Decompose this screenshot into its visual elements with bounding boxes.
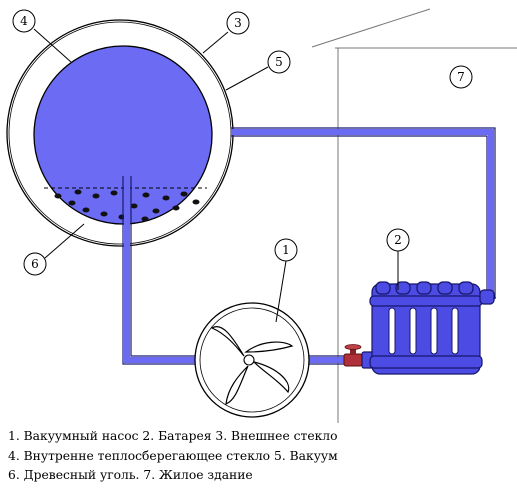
callout-7: 7 bbox=[457, 70, 465, 84]
radiator-tops bbox=[375, 281, 474, 295]
radiator bbox=[361, 283, 496, 375]
supply-pipe bbox=[231, 127, 496, 298]
pump-outlet-pipe-fill bbox=[300, 357, 348, 363]
charcoal-pellets bbox=[54, 189, 200, 222]
heating-system-diagram: 4 3 5 7 6 1 2 bbox=[6, 8, 517, 423]
callout-leaders bbox=[33, 28, 399, 323]
supply-pipe-fill-vertical bbox=[488, 129, 494, 299]
legend-line-3: 6. Древесный уголь. 7. Жилое здание bbox=[8, 468, 253, 482]
callout-6: 6 bbox=[31, 257, 39, 271]
callout-4: 4 bbox=[20, 14, 28, 28]
fan-blades bbox=[210, 326, 294, 405]
callout-circles bbox=[12, 9, 473, 276]
vacuum-pump bbox=[194, 302, 310, 418]
callout-2: 2 bbox=[394, 233, 402, 247]
return-pipe-fill-vertical bbox=[124, 176, 130, 363]
callout-numbers: 4 3 5 7 6 1 2 bbox=[20, 14, 465, 271]
callout-1: 1 bbox=[282, 243, 290, 257]
callout-5: 5 bbox=[275, 55, 283, 69]
legend-line-1: 1. Вакуумный насос 2. Батарея 3. Внешнее… bbox=[8, 429, 338, 443]
return-pipe-fill-horizontal bbox=[124, 357, 206, 363]
legend: 1. Вакуумный насос 2. Батарея 3. Внешнее… bbox=[8, 427, 513, 486]
supply-pipe-fill-horizontal bbox=[231, 129, 494, 135]
valve bbox=[343, 344, 363, 367]
return-pipe bbox=[122, 176, 206, 365]
legend-line-2: 4. Внутренне теплосберегающее стекло 5. … bbox=[8, 448, 338, 463]
callout-3: 3 bbox=[234, 16, 242, 30]
radiator-gaps bbox=[388, 307, 459, 355]
